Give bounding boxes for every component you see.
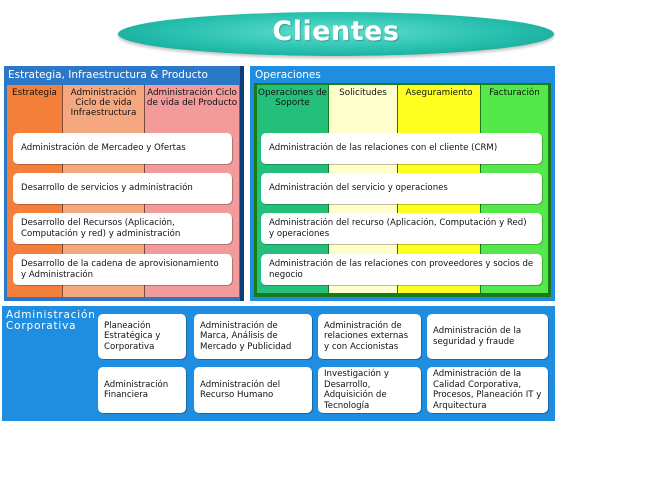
process-service-development: Desarrollo de servicios y administración	[13, 173, 232, 204]
process-supply-chain: Desarrollo de la cadena de aprovisionami…	[13, 254, 232, 285]
corporate-panel: Administración Corporativa Planeación Es…	[2, 306, 555, 421]
process-resource-operations: Administración del recurso (Aplicación, …	[261, 213, 542, 244]
process-crm: Administración de las relaciones con el …	[261, 133, 542, 164]
process-finance: Administración Financiera	[98, 367, 186, 413]
process-research-development: Investigación y Desarrollo, Adquisición …	[318, 367, 421, 413]
process-external-relations: Administración de relaciones externas y …	[318, 314, 421, 359]
process-security-fraud: Administración de la seguridad y fraude	[427, 314, 548, 359]
strategy-panel: Estrategia, Infraestructura & Producto E…	[4, 66, 244, 301]
process-marketing-offers: Administración de Mercadeo y Ofertas	[13, 133, 232, 164]
process-strategic-planning: Planeación Estratégica y Corporativa	[98, 314, 186, 359]
operations-panel: Operaciones Operaciones de Soporte Solic…	[250, 66, 555, 301]
strategy-panel-title: Estrategia, Infraestructura & Producto	[8, 69, 208, 81]
process-human-resources: Administración del Recurso Humano	[194, 367, 312, 413]
operations-panel-title: Operaciones	[255, 69, 321, 81]
clientes-banner: Clientes	[118, 12, 554, 56]
process-supplier-relations: Administración de las relaciones con pro…	[261, 254, 542, 285]
process-resource-development: Desarrollo del Recursos (Aplicación, Com…	[13, 213, 232, 244]
banner-title: Clientes	[272, 16, 400, 47]
process-brand-marketing: Administración de Marca, Análisis de Mer…	[194, 314, 312, 359]
process-quality-architecture: Administración de la Calidad Corporativa…	[427, 367, 548, 413]
process-service-operations: Administración del servicio y operacione…	[261, 173, 542, 204]
corporate-panel-title: Administración Corporativa	[6, 309, 96, 332]
